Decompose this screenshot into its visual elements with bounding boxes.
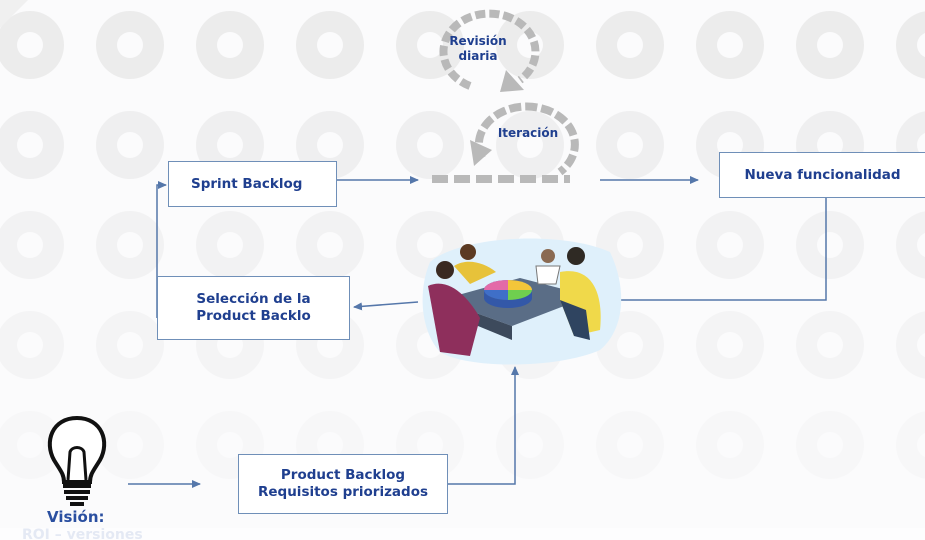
pattern-ring (896, 411, 925, 479)
pattern-ring-hole (117, 132, 143, 158)
pattern-ring-hole (217, 232, 243, 258)
backlog-selection-box: Selección de la Product Backlo (157, 276, 350, 340)
vision-label: Visión: (47, 508, 105, 526)
daily-review-label: Revisión diaria (449, 34, 507, 63)
pattern-ring-hole (917, 333, 925, 357)
pattern-ring-hole (917, 133, 925, 157)
pattern-ring-hole (17, 432, 43, 458)
pattern-ring-hole (317, 432, 343, 458)
pattern-ring-hole (817, 132, 843, 158)
sprint-backlog-box: Sprint Backlog (168, 161, 337, 207)
backlog-selection-line2: Product Backlo (196, 308, 311, 324)
pattern-ring-hole (517, 32, 543, 58)
pattern-ring-hole (17, 232, 43, 258)
product-backlog-box: Product Backlog Requisitos priorizados (238, 454, 448, 514)
pattern-ring-hole (317, 32, 343, 58)
pattern-ring-hole (617, 432, 643, 458)
roi-versions-label: ROI – versiones (22, 527, 143, 540)
pattern-ring-hole (417, 32, 443, 58)
new-functionality-label: Nueva funcionalidad (744, 166, 901, 183)
pattern-ring-hole (817, 432, 843, 458)
pattern-ring-hole (17, 32, 43, 58)
pattern-ring-hole (517, 132, 543, 158)
iteration-cycle-arrow (432, 102, 579, 183)
arrow-selection-to-sprint (156, 181, 167, 318)
pattern-ring-hole (317, 132, 343, 158)
pattern-ring-hole (717, 432, 743, 458)
daily-review-cycle-arrow (439, 9, 540, 92)
product-backlog-line1: Product Backlog (280, 467, 406, 483)
pattern-ring-hole (17, 132, 43, 158)
backlog-selection-line1: Selección de la (196, 291, 311, 307)
pattern-ring-hole (117, 332, 143, 358)
sprint-backlog-label: Sprint Backlog (191, 175, 303, 192)
pattern-ring-hole (517, 432, 543, 458)
pattern-ring (896, 211, 925, 279)
iteration-label: Iteración (497, 126, 559, 140)
pattern-ring-hole (917, 433, 925, 457)
lightbulb-icon (47, 415, 107, 506)
pattern-ring-hole (317, 232, 343, 258)
new-functionality-box: Nueva funcionalidad (719, 152, 925, 198)
pattern-ring-hole (17, 332, 43, 358)
pattern-ring-hole (117, 432, 143, 458)
pattern-ring-hole (617, 32, 643, 58)
pattern-ring-hole (217, 32, 243, 58)
pattern-ring-hole (417, 132, 443, 158)
pattern-ring-hole (117, 232, 143, 258)
pattern-ring-hole (917, 33, 925, 57)
pattern-ring-hole (717, 232, 743, 258)
pattern-ring-hole (817, 232, 843, 258)
pattern-ring-hole (817, 32, 843, 58)
pattern-ring-hole (817, 332, 843, 358)
product-backlog-line2: Requisitos priorizados (257, 484, 429, 500)
pattern-ring-hole (117, 32, 143, 58)
pattern-ring-hole (617, 232, 643, 258)
pattern-ring (896, 311, 925, 379)
pattern-ring-hole (717, 32, 743, 58)
arrow-team-to-selection (353, 301, 419, 311)
pattern-ring-hole (417, 232, 443, 258)
pattern-ring-hole (917, 233, 925, 257)
team-meeting-illustration (422, 238, 622, 365)
pattern-ring-hole (617, 332, 643, 358)
pattern-ring-hole (217, 132, 243, 158)
arrow-functionality-to-team (611, 198, 827, 304)
pattern-ring-hole (417, 432, 443, 458)
pattern-ring-hole (717, 132, 743, 158)
pattern-ring-hole (717, 332, 743, 358)
pattern-ring (896, 11, 925, 79)
arrow-backlog-to-team (448, 366, 519, 485)
pattern-ring-hole (217, 432, 243, 458)
pattern-ring-hole (617, 132, 643, 158)
